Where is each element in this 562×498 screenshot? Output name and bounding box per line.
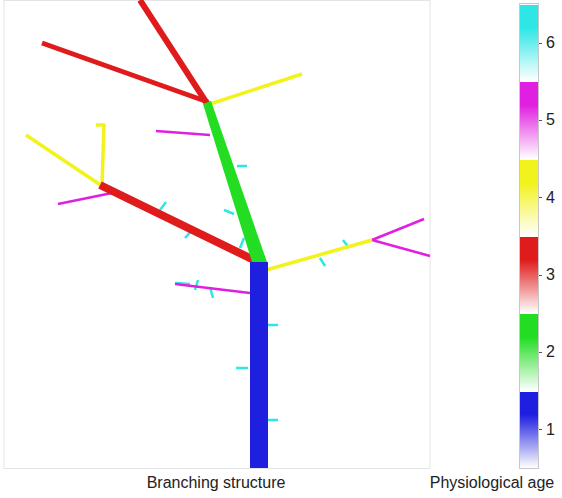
colorbar-number: 1 [546, 421, 555, 439]
colorbar-number: 4 [546, 189, 555, 207]
colorbar-frame [519, 3, 539, 469]
branches [26, 0, 430, 468]
plot-frame [4, 1, 430, 469]
colorbar-number: 2 [546, 343, 555, 361]
colorbar-number: 3 [546, 266, 555, 284]
axis-caption: Physiological age [430, 474, 555, 492]
colorbar-segment [520, 159, 538, 236]
axis-caption: Branching structure [147, 474, 286, 492]
colorbar-segment [520, 81, 538, 158]
colorbar-number: 5 [546, 111, 555, 129]
colorbar-number: 6 [546, 34, 555, 52]
colorbar-segment [520, 391, 538, 468]
colorbar-segment [520, 313, 538, 390]
colorbar-segment [520, 236, 538, 313]
colorbar-segment [520, 4, 538, 81]
